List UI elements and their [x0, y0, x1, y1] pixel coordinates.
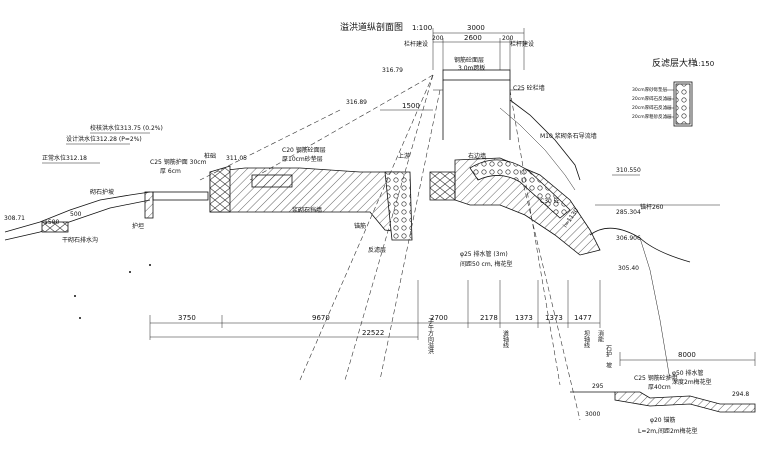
riprap-slope-label: 砌石护坡 [90, 188, 114, 196]
filter-layer-label: 反滤层 [368, 246, 386, 254]
drain-spacing-label: 间距50 cm, 梅花型 [460, 260, 513, 268]
dim-9670: 9670 [312, 314, 330, 322]
right-wall-label: 右边墙 [468, 152, 486, 160]
detail-layer-1: 30cm厚砂砾垫层 [632, 86, 668, 93]
check-flood-level: 校核洪水位313.75 (0.2%) [90, 124, 163, 132]
vertical-note-2: 道轴线 [502, 329, 509, 348]
drawing-title: 溢洪道纵剖面图 [340, 21, 403, 33]
pipe-20-sub-label: L=2m,间距2m梅花型 [638, 427, 698, 435]
pipe-20-label: φ20 锚筋 [650, 416, 676, 424]
dim-22522: 22522 [362, 329, 384, 337]
c20-sub-label: 厚10cm砂垫层 [282, 155, 323, 163]
anchor-bar-label: 锚筋 [354, 222, 366, 230]
water-levels: 校核洪水位313.75 (0.2%) 设计洪水位312.28 (P=2%) 正常… [42, 124, 163, 164]
flip-bucket [589, 204, 720, 381]
dim-3750: 3750 [178, 314, 196, 322]
bridge-label-right: 栏杆建设 [510, 40, 534, 48]
pile-label: 桩础 [204, 152, 216, 160]
c25-protect-2: 厚 6cm [160, 168, 181, 175]
design-flood-level: 设计洪水位312.28 (P=2%) [66, 135, 142, 143]
elev-285-304: 285.304 [616, 209, 641, 216]
bridge-c25-label: C25 砼栏墙 [513, 84, 545, 92]
vertical-note-4: 消能 [597, 329, 604, 343]
elev-295: 295 [592, 383, 604, 390]
pipe-50-label: φ50 排水管 [672, 369, 704, 377]
bridge-slab-label: 3.0m跨板 [458, 64, 485, 72]
chute-body [429, 99, 601, 256]
elev-294-8: 294.8 [732, 391, 749, 398]
dim-1500-top: 1500 [402, 102, 420, 110]
vertical-note-5: 石护 [605, 345, 612, 358]
m10-label: M10 浆砌条石导流墙 [540, 132, 597, 140]
normal-pool-level: 正常水位312.18 [42, 154, 87, 162]
pipe-50-len-label: 深度2m梅花型 [672, 378, 712, 386]
top-dimension-group: 3000 200 2600 200 [432, 24, 525, 70]
dim-2178: 2178 [480, 314, 498, 322]
dim-1373a: 1373 [515, 314, 533, 322]
weir-body [209, 165, 413, 241]
bridge-deck-label: 钢筋砼面层 [454, 56, 484, 64]
dim-500: 500 [70, 211, 82, 218]
elev-316-79: 316.79 [382, 67, 403, 74]
elev-306-906: 306.906 [616, 235, 641, 242]
apron-label: 护坦 [132, 222, 144, 230]
detail-layer-2: 20cm厚碎石反滤层 [632, 95, 672, 102]
drawing-title-scale: 1:100 [412, 24, 432, 32]
bridge-tower [433, 69, 524, 140]
anchor-label: 锚杆260 [640, 203, 664, 211]
bottom-dimension-chain [149, 280, 601, 340]
elev-310-550: 310.550 [616, 167, 641, 174]
elev-311-05: 311.05 [226, 155, 247, 162]
vertical-note-3: 坝轴线 [583, 329, 590, 348]
detail-scale: 1:150 [694, 60, 714, 68]
c20-label: C20 钢筋砼面层 [282, 146, 326, 154]
upstream-block-label: 上游 [398, 152, 410, 160]
upstream-approach [4, 191, 209, 241]
construction-lines [199, 74, 581, 421]
downstream-apron [570, 352, 756, 413]
dim-3000-bottom: 3000 [585, 411, 600, 418]
dim-200-right: 200 [502, 35, 514, 42]
dim-2700: 2700 [430, 314, 448, 322]
elev-308-71: 308.71 [4, 215, 25, 222]
detail-layer-3: 20cm厚碎石反滤层 [632, 104, 672, 111]
filter-detail [666, 81, 693, 127]
vertical-note-1: 子午方向溢洪 [427, 318, 434, 355]
elev-305-40: 305.40 [618, 265, 639, 272]
c25-apron-label: C25 钢筋砼护坦 [634, 374, 678, 382]
detail-layer-4: 20cm厚粗砂反滤层 [632, 113, 672, 120]
dim-2600: 2600 [464, 34, 482, 42]
dim-1477: 1477 [574, 314, 592, 322]
toe-drain-label: 干砌石排水沟 [62, 236, 98, 244]
dim-200-left: 200 [432, 35, 444, 42]
dim-8000: 8000 [678, 351, 696, 359]
c30-label: C30 砼 [540, 197, 560, 205]
dim-1373b: 1373 [545, 314, 563, 322]
bridge-label-left: 栏杆建设 [404, 40, 428, 48]
c25-thick-label: 厚40cm [648, 384, 671, 391]
c25-protect-1: C25 钢筋护面 30cm [150, 158, 207, 166]
dim-3000-top: 3000 [467, 24, 485, 32]
elev-316-89: 316.89 [346, 99, 367, 106]
mass-concrete-label: 浆砌石挡墙 [292, 206, 322, 214]
dim-1500-left: 1500 [44, 219, 59, 226]
vertical-note-6: 坡 [605, 361, 612, 369]
drain-pipe-label: φ25 排水管 (3m) [460, 250, 508, 258]
detail-title: 反滤层大样 [652, 57, 697, 69]
